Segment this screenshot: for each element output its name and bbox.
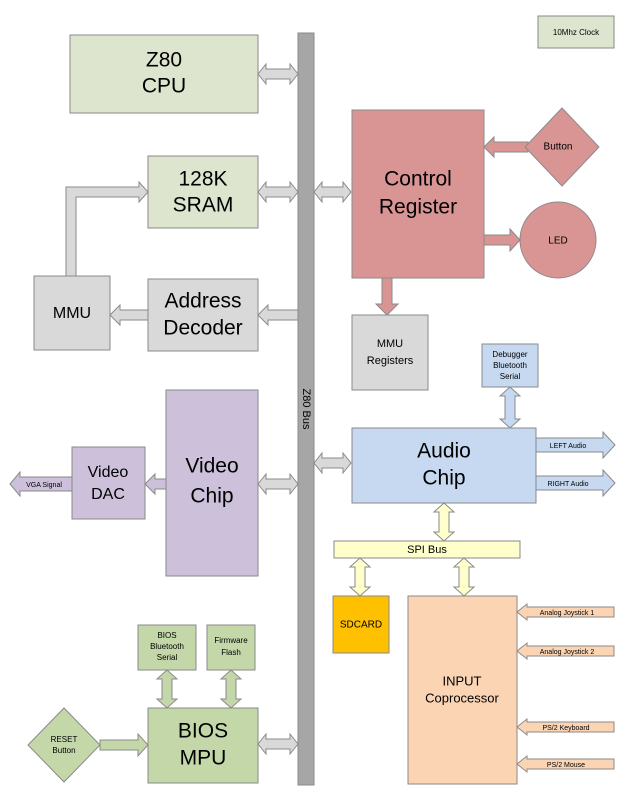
debugger-audio-arrow [498, 386, 522, 429]
biosbt-label-line2: Bluetooth [150, 642, 184, 651]
button-diamond [524, 107, 600, 187]
button-control-arrow [483, 135, 529, 159]
biosbt-label-line3: Serial [157, 653, 178, 662]
firmware-label-line2: Flash [221, 648, 241, 657]
debugger-label-line3: Serial [500, 372, 521, 381]
spi-bus-label: SPI Bus [407, 544, 447, 556]
joystick2-label: Analog Joystick 2 [540, 649, 595, 656]
firmware-label-line1: Firmware [214, 636, 248, 645]
address-decoder-box [147, 278, 259, 352]
bus-decoder-arrow [257, 303, 299, 327]
button-label: Button [544, 142, 573, 153]
videodac-label-line2: DAC [91, 486, 125, 503]
sram-label-line1: 128K [178, 168, 227, 191]
z80-bus [297, 32, 315, 786]
cpu-box [69, 34, 259, 114]
debugger-box [481, 343, 539, 388]
input-label-line1: INPUT [443, 673, 482, 688]
vga-signal-label: VGA Signal [26, 482, 62, 489]
input-label-line2: Coprocessor [425, 690, 499, 705]
videodac-label-line1: Video [88, 464, 129, 481]
biosmpu-label-line2: MPU [180, 747, 227, 770]
decoder-label-line1: Address [164, 290, 241, 313]
joystick2-arrow [516, 641, 615, 661]
mmu-sram-arrow [65, 180, 149, 277]
biosbt-mpu-arrow [155, 669, 179, 709]
mmu-label: MMU [53, 305, 91, 322]
videochip-label-line2: Chip [190, 485, 233, 508]
joystick1-arrow [516, 602, 615, 622]
decoder-mmu-arrow [109, 303, 149, 327]
bios-bluetooth-box [137, 624, 197, 671]
reset-mpu-arrow [99, 732, 149, 758]
cpu-bus-arrow [257, 62, 299, 86]
control-led-arrow [483, 227, 521, 253]
z80-bus-label: Z80 Bus [300, 389, 312, 430]
cpu-label-line1: Z80 [146, 49, 182, 72]
clock-box [537, 15, 615, 49]
input-coprocessor-box [407, 595, 518, 785]
joystick1-label: Analog Joystick 1 [540, 610, 595, 617]
audio-chip-box [351, 427, 537, 504]
biosmpu-label-line1: BIOS [178, 720, 228, 743]
right-audio-arrow [535, 468, 616, 498]
left-audio-label: LEFT Audio [550, 443, 587, 450]
bios-bus-arrow [257, 732, 299, 756]
debugger-label-line1: Debugger [492, 350, 527, 359]
decoder-label-line2: Decoder [163, 317, 242, 340]
control-register-box [351, 109, 485, 279]
left-audio-arrow [535, 430, 616, 460]
control-mmuregs-arrow [374, 277, 400, 316]
mmuregs-label-line2: Registers [367, 355, 414, 367]
led-label: LED [548, 236, 567, 247]
mmuregs-label-line1: MMU [377, 338, 403, 350]
sdcard-box [332, 595, 390, 654]
bios-mpu-box [147, 707, 259, 784]
right-audio-label: RIGHT Audio [547, 481, 588, 488]
keyboard-label: PS/2 Keyboard [542, 725, 589, 732]
sram-label-line2: SRAM [173, 194, 234, 217]
mouse-arrow [516, 754, 615, 774]
spi-input-arrow [452, 557, 476, 597]
keyboard-arrow [516, 717, 615, 737]
biosbt-label-line1: BIOS [157, 631, 176, 640]
mmu-box [33, 275, 111, 351]
video-bus-arrow [257, 472, 299, 496]
video-chip-box [165, 389, 259, 577]
reset-label-line1: RESET [51, 735, 78, 744]
bus-control-arrow [313, 180, 352, 204]
audio-label-line1: Audio [417, 440, 471, 463]
firmware-flash-box [206, 624, 256, 671]
debugger-label-line2: Bluetooth [493, 361, 527, 370]
sram-box [147, 155, 259, 229]
spi-bus-box [333, 540, 521, 559]
cpu-label-line2: CPU [142, 75, 186, 98]
clock-label: 10Mhz Clock [553, 28, 600, 37]
control-label-line1: Control [384, 168, 452, 191]
led-circle [519, 201, 597, 279]
reset-label-line2: Button [52, 746, 75, 755]
sdcard-label: SDCARD [340, 620, 382, 631]
mouse-label: PS/2 Mouse [547, 762, 585, 769]
sram-bus-arrow [257, 180, 299, 204]
reset-button-diamond [27, 707, 101, 783]
audio-label-line2: Chip [422, 467, 465, 490]
videochip-label-line1: Video [185, 455, 238, 478]
videochip-dac-arrow [144, 472, 167, 496]
video-dac-box [71, 446, 146, 520]
spi-sdcard-arrow [348, 557, 372, 597]
audio-spi-arrow [432, 502, 456, 542]
mmu-registers-box [351, 314, 429, 391]
control-label-line2: Register [379, 196, 457, 219]
bus-audio-arrow [313, 451, 352, 475]
firmware-mpu-arrow [219, 669, 243, 709]
